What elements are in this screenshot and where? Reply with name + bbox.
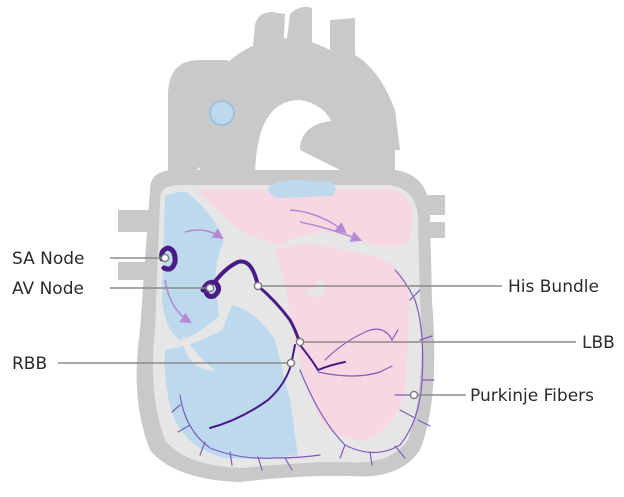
- rbb-label: RBB: [12, 354, 47, 374]
- his-bundle-anchor: [254, 282, 261, 289]
- rbb-anchor: [287, 359, 294, 366]
- aortic-branch-left: [252, 12, 285, 55]
- purkinje-fibers-anchor: [410, 391, 417, 398]
- aortic-branch-right: [286, 7, 312, 48]
- vena-cava-opening: [210, 101, 234, 125]
- sa-node-label: SA Node: [12, 249, 85, 269]
- his-bundle-label: His Bundle: [508, 277, 599, 297]
- av-node-anchor: [206, 284, 213, 291]
- sa-node-anchor: [161, 254, 168, 261]
- lbb-label: LBB: [582, 333, 615, 353]
- pulmonary-opening: [268, 180, 336, 198]
- av-node-label: AV Node: [12, 279, 84, 299]
- purkinje-fibers-label: Purkinje Fibers: [470, 386, 594, 406]
- lbb-anchor: [296, 338, 303, 345]
